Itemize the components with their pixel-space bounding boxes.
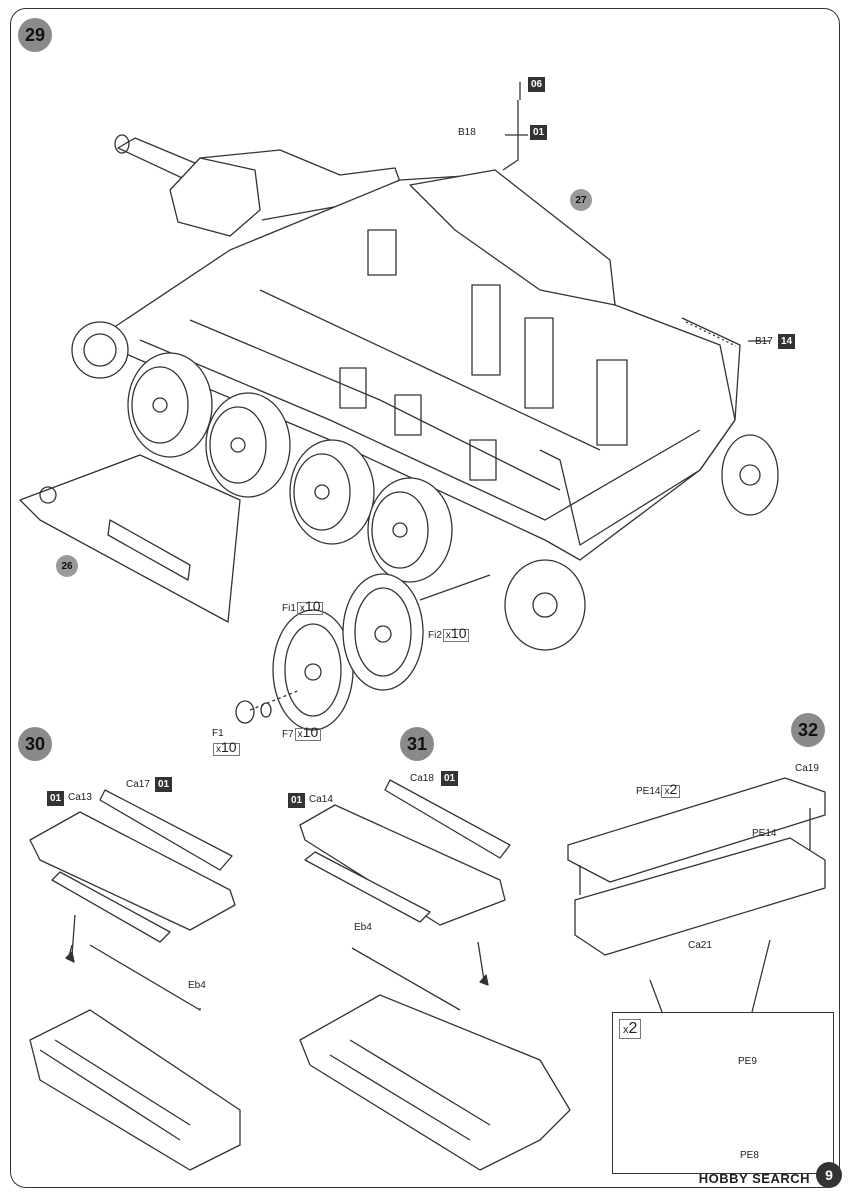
fi2-quantity: x10 xyxy=(442,625,470,642)
ca13-part-label: Ca13 xyxy=(68,792,92,803)
ca21-part-label: Ca21 xyxy=(688,940,712,951)
step-32-number: 32 xyxy=(791,713,825,747)
eb4-part-label: Eb4 xyxy=(188,980,206,991)
fi1-quantity: x10 xyxy=(296,598,324,615)
pe9-part-label: PE9 xyxy=(738,1056,757,1067)
hull-drawing xyxy=(19,82,779,731)
detail-inset: x2 xyxy=(612,1012,834,1174)
qty-x: x xyxy=(299,603,305,614)
fi1-label: Fi1 xyxy=(282,603,296,614)
pe14-part-label-2: PE14 xyxy=(752,828,777,839)
ca18-sprue-badge: 01 xyxy=(441,771,459,786)
ca14-part-label: Ca14 xyxy=(309,794,333,805)
ca17-part-label: Ca17 xyxy=(126,779,150,790)
pe14-quantity: x2 xyxy=(661,781,681,798)
pe8-part-label: PE8 xyxy=(740,1150,759,1161)
inset-qty-value: 2 xyxy=(628,1020,638,1037)
f7-label: F7 xyxy=(282,729,294,740)
f1-part-label: F1 x10 xyxy=(212,728,240,756)
b17-part-label: B17 xyxy=(755,336,773,347)
page-number: 9 xyxy=(816,1162,842,1188)
sub-assembly-27-ref: 27 xyxy=(570,189,592,211)
qty-x: x xyxy=(664,786,670,797)
fi2-label: Fi2 xyxy=(428,630,442,641)
pe14-label: PE14 xyxy=(636,786,661,797)
inset-quantity: x2 xyxy=(619,1019,642,1039)
ca13-sprue-badge: 01 xyxy=(47,791,65,806)
ca19-part-label: Ca19 xyxy=(795,763,819,774)
f1-quantity: x10 xyxy=(213,739,240,756)
qty-x: x xyxy=(297,729,303,740)
b18-sprue-badge: 01 xyxy=(530,125,548,140)
qty-x: x xyxy=(445,630,451,641)
antenna-sprue-badge: 06 xyxy=(528,77,546,92)
eb4-part-label-31: Eb4 xyxy=(354,922,372,933)
instruction-sheet-border xyxy=(10,8,840,1188)
ca18-part-label: Ca18 xyxy=(410,773,434,784)
step-30-number: 30 xyxy=(18,727,52,761)
step30-drawing xyxy=(29,789,241,1171)
f1-label: F1 xyxy=(212,728,224,739)
step-29-number: 29 xyxy=(18,18,52,52)
f7-qty-value: 10 xyxy=(302,724,319,740)
qty-x: x xyxy=(623,1024,629,1036)
qty-x: x xyxy=(216,744,221,755)
watermark-text: HOBBY SEARCH xyxy=(698,1171,810,1186)
fi2-qty-value: 10 xyxy=(450,625,467,641)
b18-part-label: B18 xyxy=(458,127,476,138)
ca17-sprue-badge: 01 xyxy=(155,777,173,792)
b17-sprue-badge: 14 xyxy=(778,334,796,349)
step31-drawing xyxy=(299,779,571,1171)
sub-assembly-26-ref: 26 xyxy=(56,555,78,577)
pe14-qty-value: 2 xyxy=(669,781,678,797)
ca14-sprue-badge: 01 xyxy=(288,793,306,808)
fi1-qty-value: 10 xyxy=(304,598,321,614)
f1-qty-value: 10 xyxy=(221,739,237,755)
f7-quantity: x10 xyxy=(294,724,322,741)
step-31-number: 31 xyxy=(400,727,434,761)
